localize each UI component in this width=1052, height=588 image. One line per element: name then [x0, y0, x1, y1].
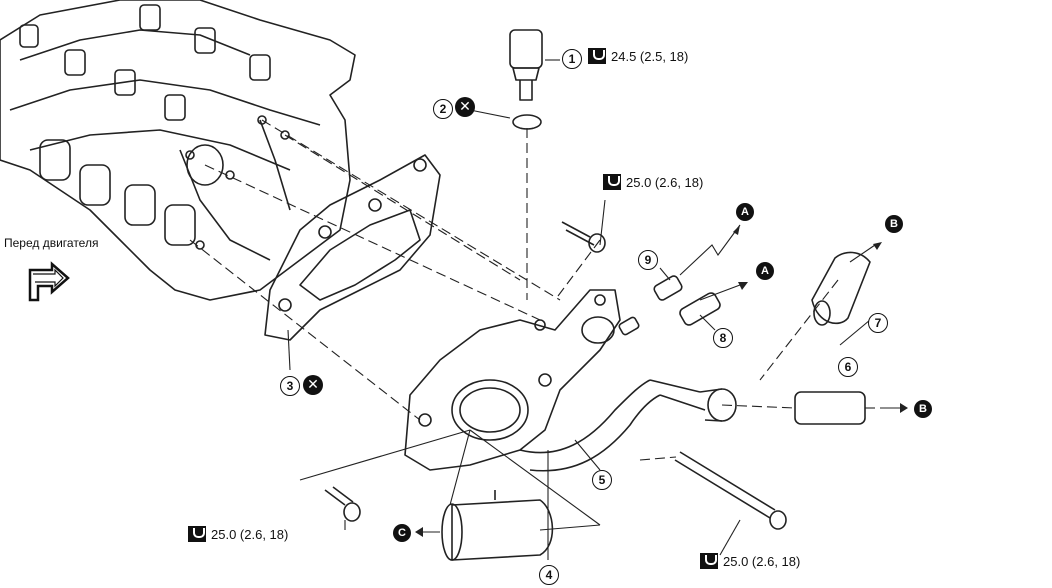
engine-front-arrow-icon — [28, 261, 70, 302]
water-pipe — [519, 379, 661, 472]
callout-7: 7 — [868, 313, 888, 333]
callout-4: 4 — [539, 565, 559, 585]
torque-wrench-icon — [188, 526, 206, 542]
fitting-9 — [653, 275, 683, 301]
bolt-upper — [561, 221, 606, 253]
torque-value: 25.0 (2.6, 18) — [211, 526, 289, 542]
callout-3: 3 — [280, 376, 300, 396]
callout-5: 5 — [592, 470, 612, 490]
bolt-long — [674, 451, 787, 530]
hose-6 — [794, 391, 866, 425]
torque-value: 24.5 (2.5, 18) — [611, 48, 689, 64]
ref-a-lower: A — [756, 262, 774, 280]
callout-1: 1 — [562, 49, 582, 69]
fitting-8 — [679, 292, 721, 326]
torque-value: 25.0 (2.6, 18) — [723, 553, 801, 569]
torque-spec-upper-bolt: 25.0 (2.6, 18) — [603, 174, 703, 190]
cylinder-head — [0, 0, 356, 301]
torque-value: 25.0 (2.6, 18) — [626, 174, 704, 190]
torque-wrench-icon — [700, 553, 718, 569]
hose-7 — [811, 251, 871, 325]
callout-8: 8 — [713, 328, 733, 348]
bolt-lower-left — [324, 486, 361, 522]
callout-9: 9 — [638, 250, 658, 270]
hose-4 — [451, 499, 554, 561]
callout-6: 6 — [838, 357, 858, 377]
ref-b-upper: B — [885, 215, 903, 233]
torque-wrench-icon — [603, 174, 621, 190]
ref-c: C — [393, 524, 411, 542]
temperature-sensor — [509, 29, 543, 101]
torque-spec-sensor: 24.5 (2.5, 18) — [588, 48, 688, 64]
do-not-reuse-icon: ✕ — [303, 375, 323, 395]
ref-a-upper: A — [736, 203, 754, 221]
do-not-reuse-icon: ✕ — [455, 97, 475, 117]
torque-spec-long-bolt: 25.0 (2.6, 18) — [700, 553, 800, 569]
ref-b-right: B — [914, 400, 932, 418]
torque-wrench-icon — [588, 48, 606, 64]
torque-spec-lower-left-bolt: 25.0 (2.6, 18) — [188, 526, 288, 542]
water-outlet — [404, 289, 621, 471]
gasket — [264, 154, 441, 341]
o-ring — [512, 114, 542, 130]
engine-front-label: Перед двигателя — [4, 236, 99, 250]
callout-2: 2 — [433, 99, 453, 119]
